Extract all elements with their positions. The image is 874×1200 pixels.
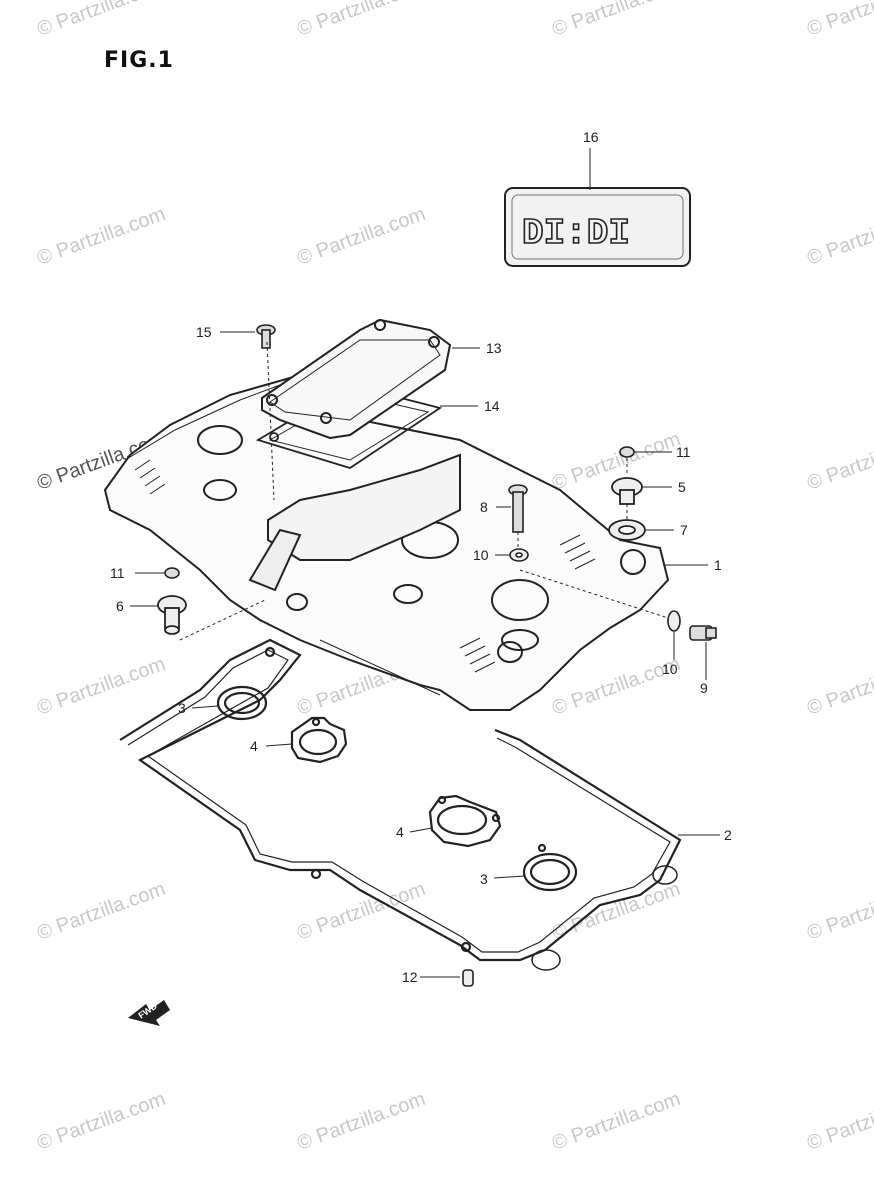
part-12-dowel-pin: [462, 969, 474, 987]
part-10-washer-a: [509, 548, 529, 562]
callout-10-center: 10: [473, 547, 489, 563]
watermark: © Partzilla.com: [804, 1088, 874, 1155]
callout-15: 15: [196, 324, 212, 340]
callout-6: 6: [116, 598, 124, 614]
part-16-label-plate: DI:DI: [504, 187, 691, 267]
part-11-cap-a: [619, 446, 635, 458]
part-5-grommet: [611, 477, 643, 505]
callout-7: 7: [680, 522, 688, 538]
callout-5: 5: [678, 479, 686, 495]
callout-3-bottom: 3: [480, 871, 488, 887]
watermark: © Partzilla.com: [549, 1088, 683, 1155]
callout-labels: 16 15 13 14 11 5 7 8 10 1 10 9 11 6 3 4 …: [110, 129, 732, 985]
fwd-arrow-icon: FWD: [128, 1000, 170, 1026]
watermark: © Partzilla.com: [549, 878, 683, 945]
watermark: © Partzilla.com: [34, 1088, 168, 1155]
watermark: © Partzilla.com: [804, 0, 874, 41]
part-1-cylinder-head-cover: [103, 368, 670, 711]
part-11-cap-b: [164, 567, 180, 579]
part-8-bolt: [508, 484, 528, 533]
watermark: © Partzilla.com: [804, 428, 874, 495]
part-6-grommet: [157, 595, 187, 635]
part-4-plug-gasket-a: [290, 716, 348, 764]
part-10-washer-b: [667, 610, 681, 632]
callout-16: 16: [583, 129, 599, 145]
callout-4-bottom: 4: [396, 824, 404, 840]
part-9-bolt: [689, 625, 717, 641]
callout-4-top: 4: [250, 738, 258, 754]
callout-11-right: 11: [676, 444, 691, 460]
watermark: © Partzilla.com: [294, 1088, 428, 1155]
watermark: © Partzilla.com: [294, 878, 428, 945]
callout-8: 8: [480, 499, 488, 515]
part-4-plug-gasket-b: [428, 794, 502, 848]
callout-3-top: 3: [178, 700, 186, 716]
callout-9: 9: [700, 680, 708, 696]
part-15-bolt: [256, 324, 276, 349]
leader-lines: [130, 148, 720, 978]
callout-10-right: 10: [662, 661, 678, 677]
watermark: © Partzilla.com: [804, 653, 874, 720]
figure-title: FIG.1: [104, 48, 174, 73]
part-2-gasket: [119, 638, 682, 971]
callout-1: 1: [714, 557, 722, 573]
watermark: © Partzilla.com: [549, 0, 683, 41]
watermark: © Partzilla.com: [804, 203, 874, 270]
part-13-breather-cover: [261, 318, 452, 440]
label-plate-text: DI:DI: [522, 213, 630, 254]
callout-11-left: 11: [110, 565, 125, 581]
watermark: © Partzilla.com: [294, 0, 428, 41]
watermark: © Partzilla.com: [294, 203, 428, 270]
watermark: © Partzilla.com: [34, 0, 168, 41]
watermark: © Partzilla.com: [34, 878, 168, 945]
part-3-ring-b: [522, 843, 578, 892]
callout-12: 12: [402, 969, 418, 985]
part-7-washer: [608, 519, 646, 541]
watermark: © Partzilla.com: [804, 878, 874, 945]
part-3-ring-a: [216, 685, 268, 721]
watermark: © Partzilla.com: [34, 203, 168, 270]
callout-13: 13: [486, 340, 502, 356]
callout-14: 14: [484, 398, 500, 414]
callout-2: 2: [724, 827, 732, 843]
watermark: © Partzilla.com: [34, 653, 168, 720]
